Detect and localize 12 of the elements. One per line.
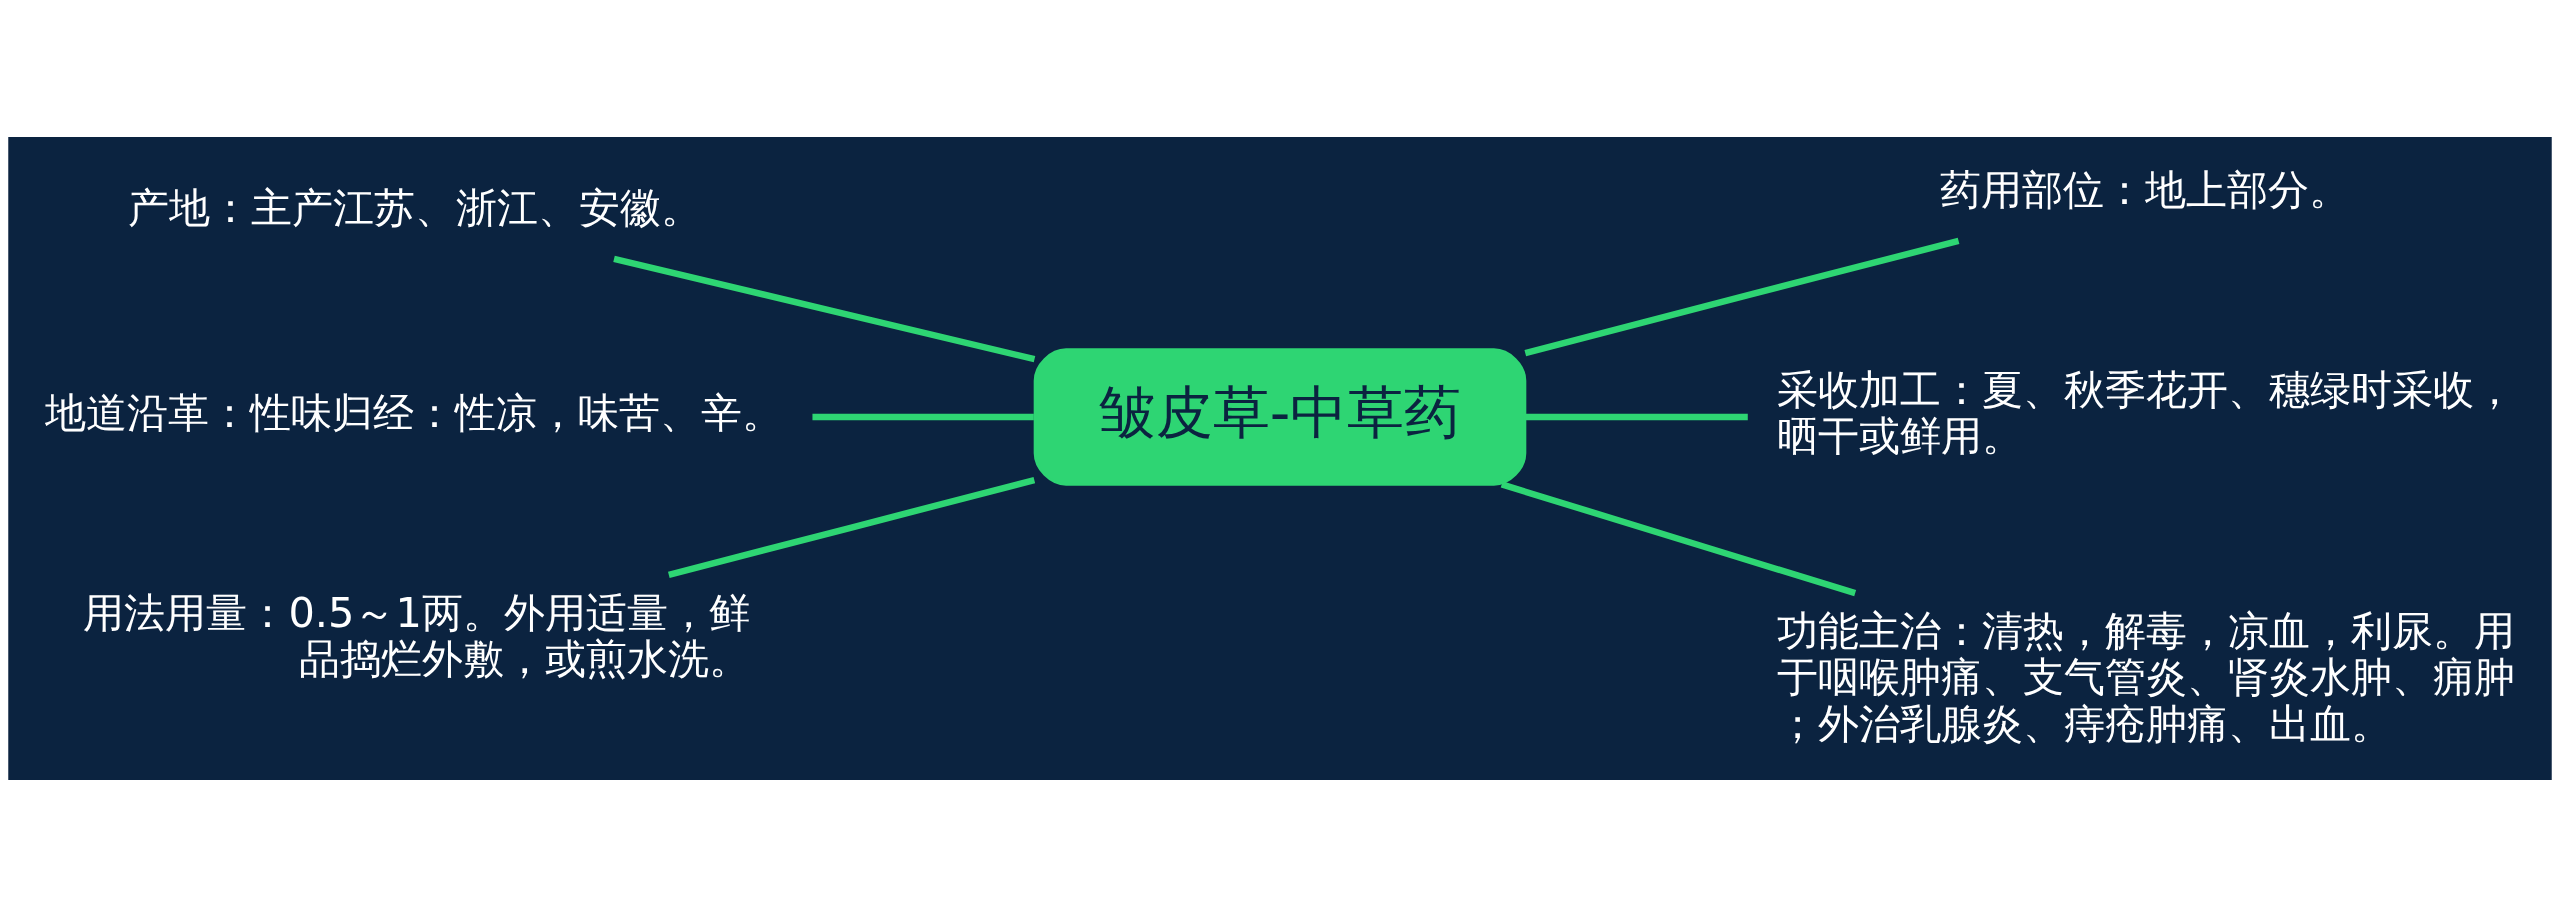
node-text: 功能主治：清热，解毒，凉血，利尿。用于咽喉肿痛、支气管炎、肾炎水肿、痈肿；外治乳腺炎、痔疮肿痛、出血。	[1776, 605, 2515, 748]
connector	[812, 413, 1034, 421]
node-text: 用法用量：0.5～1两。外用适量，鲜品捣烂外敷，或煎水洗。	[83, 587, 750, 684]
node-text: 药用部位：地上部分。	[1939, 164, 2350, 214]
connector	[1524, 237, 1960, 357]
node-box: 皱皮草-中草药	[1033, 348, 1527, 486]
connector	[1500, 481, 1857, 597]
node-text: 地道沿革：性味归经：性凉，味苦、辛。	[45, 387, 784, 437]
node-text: 采收加工：夏、秋季花开、穗绿时采收，晒干或鲜用。	[1776, 364, 2515, 461]
connector	[613, 255, 1036, 363]
node-text: 产地：主产江苏、浙江、安徽。	[127, 183, 702, 233]
connector	[668, 476, 1036, 579]
